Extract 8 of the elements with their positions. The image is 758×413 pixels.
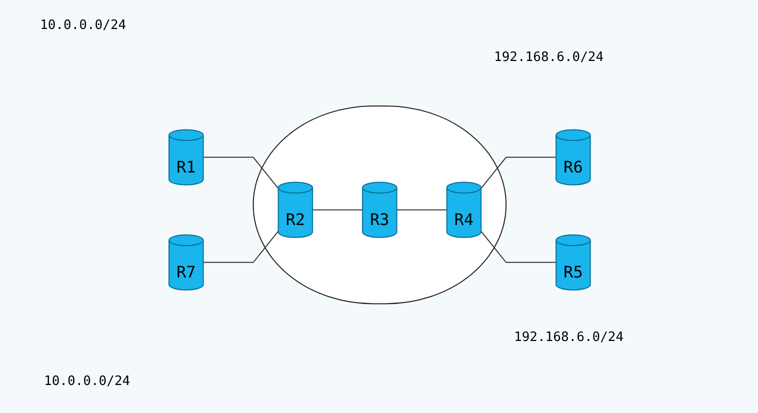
connector (203, 230, 280, 264)
connector (203, 156, 280, 190)
network-label: 192.168.6.0/24 (514, 330, 624, 345)
network-label: 10.0.0.0/24 (40, 18, 126, 33)
network-label: 10.0.0.0/24 (44, 374, 130, 389)
connector (480, 156, 557, 190)
connector (480, 230, 557, 264)
network-label: 192.168.6.0/24 (494, 50, 604, 65)
